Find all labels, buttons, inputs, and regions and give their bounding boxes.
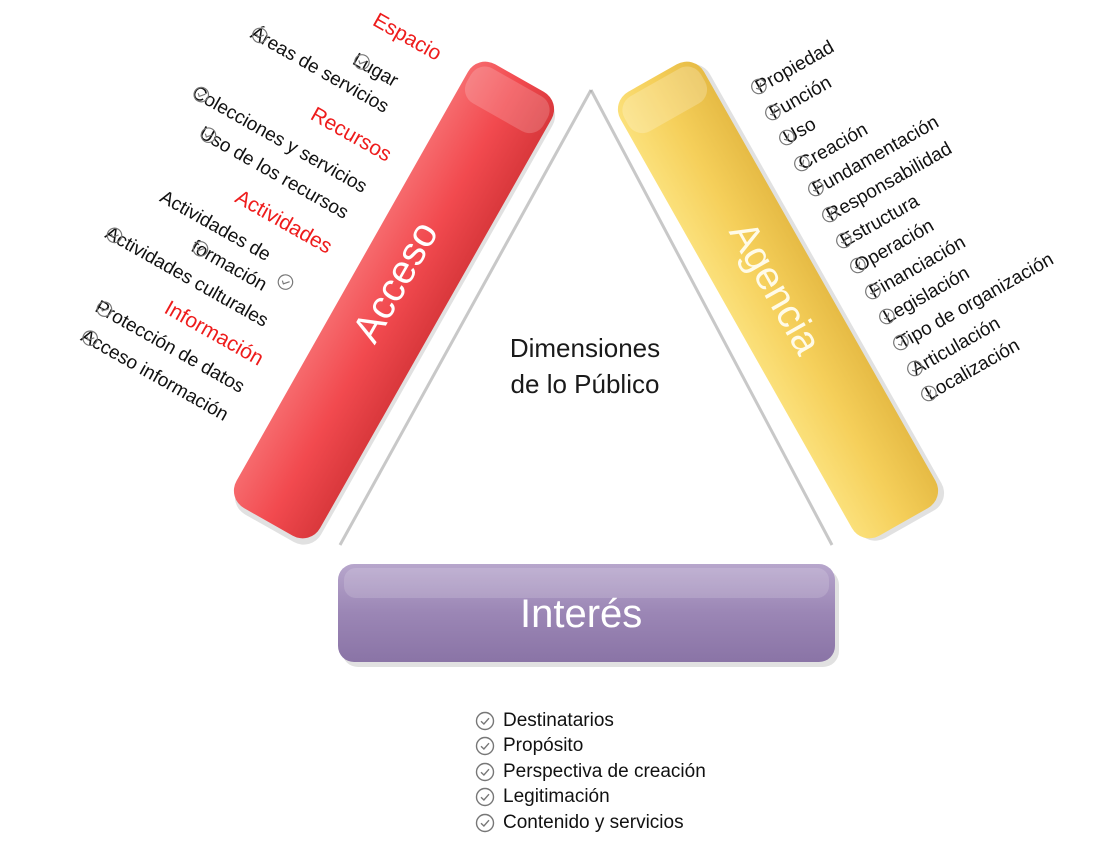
agency-item: Estructura xyxy=(832,190,923,254)
check-circle-icon xyxy=(832,232,852,254)
check-circle-icon xyxy=(818,206,838,228)
check-circle-icon xyxy=(889,334,909,356)
check-circle-icon xyxy=(846,257,867,280)
access-item: Protección de datos xyxy=(91,297,253,400)
check-circle-icon xyxy=(192,240,275,298)
interest-item: Perspectiva de creación xyxy=(475,759,706,785)
check-circle-icon xyxy=(761,104,781,126)
check-circle-icon xyxy=(354,54,406,94)
check-circle-icon xyxy=(96,301,253,400)
agency-bar xyxy=(617,61,945,541)
agency-item: Uso xyxy=(775,114,820,152)
check-circle-icon xyxy=(475,735,503,757)
check-circle-icon xyxy=(747,78,767,100)
interest-bar xyxy=(338,564,839,667)
interest-label: Interés xyxy=(520,592,643,636)
check-circle-icon xyxy=(272,270,293,290)
check-circle-icon xyxy=(475,786,503,808)
check-circle-icon xyxy=(775,129,796,152)
check-circle-icon xyxy=(82,330,237,428)
check-circle-icon xyxy=(860,283,881,305)
access-item: Uso de los recursos xyxy=(195,123,357,226)
interest-item-label: Legitimación xyxy=(503,786,610,808)
interest-item: Contenido y servicios xyxy=(475,810,706,836)
triangle-outline xyxy=(589,89,834,546)
interest-item: Legitimación xyxy=(475,785,706,811)
check-circle-icon xyxy=(200,127,357,226)
access-item: Lugar xyxy=(349,49,406,94)
agency-item: Propiedad xyxy=(747,37,838,100)
agency-item: Tipo de organización xyxy=(889,249,1057,356)
center-title-line: Dimensiones xyxy=(509,333,661,363)
check-circle-icon xyxy=(106,227,277,334)
agency-item: Responsabilidad xyxy=(818,138,956,228)
interest-item-label: Destinatarios xyxy=(503,709,614,731)
interest-item-label: Perspectiva de creación xyxy=(503,760,706,782)
check-circle-icon xyxy=(789,155,810,177)
agency-item: Articulación xyxy=(903,313,1004,382)
check-circle-icon xyxy=(193,86,375,200)
interest-item: Propósito xyxy=(475,734,706,760)
agency-item: Operación xyxy=(846,215,938,280)
access-item: Colecciones y servicios xyxy=(188,82,375,200)
check-circle-icon xyxy=(903,360,923,382)
check-circle-icon xyxy=(475,761,503,783)
check-circle-icon xyxy=(804,181,824,203)
check-circle-icon xyxy=(917,385,938,408)
access-item: Actividades de xyxy=(156,187,293,290)
interest-item-label: Contenido y servicios xyxy=(503,811,684,833)
triangle-outline xyxy=(338,89,593,546)
agency-item: Creación xyxy=(789,119,871,177)
agency-item: Legislación xyxy=(875,263,973,331)
agency-item: Localización xyxy=(917,335,1024,408)
access-item: formación xyxy=(187,236,275,298)
access-bar xyxy=(233,61,556,545)
check-circle-icon xyxy=(875,309,895,331)
center-title: Dimensiones de lo Público xyxy=(455,330,715,402)
access-item: Áreas de servicios xyxy=(247,23,397,120)
interest-item: Destinatarios xyxy=(475,708,706,734)
check-circle-icon xyxy=(475,710,503,732)
check-circle-icon xyxy=(251,27,397,120)
agency-item: Función xyxy=(761,72,835,126)
agency-item: Financiación xyxy=(860,232,969,305)
access-item: Acceso información xyxy=(77,326,237,428)
access-item: Actividades culturales xyxy=(101,223,277,334)
check-circle-icon xyxy=(475,812,503,834)
agency-item: Fundamentación xyxy=(804,112,942,203)
interest-item-label: Propósito xyxy=(503,735,584,757)
center-title-line: de lo Público xyxy=(510,369,660,399)
